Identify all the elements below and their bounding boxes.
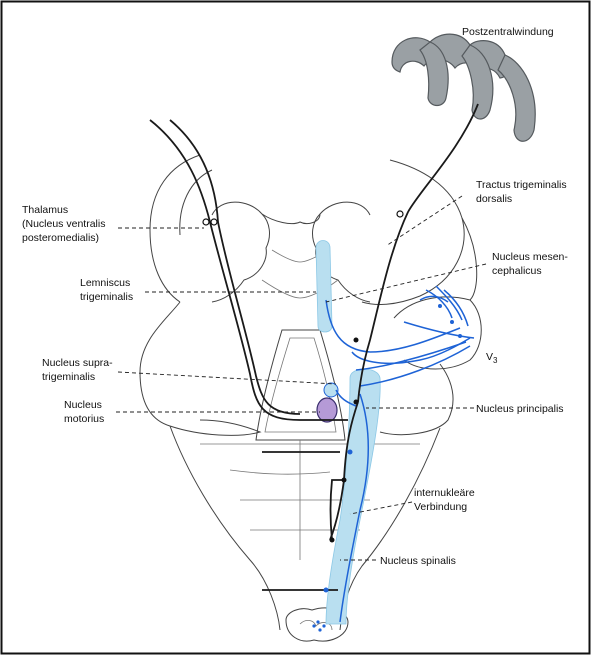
label-nucleus-principalis: Nucleus principalis [476, 403, 564, 415]
label-supratrigeminalis: trigeminalis [42, 371, 95, 383]
label-thalamus: Thalamus [22, 204, 68, 216]
label-nucleus-cephalicus: cephalicus [492, 265, 542, 277]
label-nucleus-motorius: Nucleus [64, 399, 102, 411]
nucleus-motorius-shape [317, 398, 337, 422]
label-motorius: motorius [64, 413, 104, 425]
label-nucleus-supra: Nucleus supra- [42, 357, 113, 369]
label-tractus-trigeminalis: Tractus trigeminalis [476, 179, 567, 191]
label-thalamus-sub2: posteromedialis) [22, 232, 99, 244]
label-tractus-dorsalis: dorsalis [476, 193, 512, 205]
label-internukleare: internukleäre [414, 487, 475, 499]
label-nucleus-mesen: Nucleus mesen- [492, 251, 568, 263]
label-thalamus-sub1: (Nucleus ventralis [22, 218, 105, 230]
label-nucleus-spinalis: Nucleus spinalis [380, 555, 456, 567]
label-verbindung: Verbindung [414, 501, 467, 513]
label-lemniscus: Lemniscus [80, 277, 130, 289]
label-lemniscus-trigeminalis: trigeminalis [80, 291, 133, 303]
label-postzentralwindung: Postzentralwindung [462, 26, 554, 38]
